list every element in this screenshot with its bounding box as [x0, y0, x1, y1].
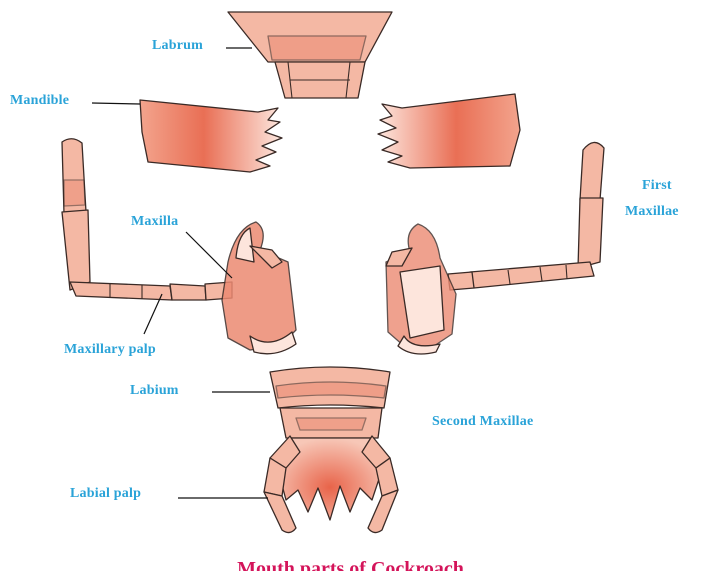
label-labial-palp: Labial palp — [70, 486, 141, 502]
label-maxilla: Maxilla — [131, 214, 178, 230]
right-maxilla-shape — [386, 142, 604, 354]
leader-maxilla — [186, 232, 232, 278]
labrum-shape — [228, 12, 392, 98]
label-second-maxillae: Second Maxillae — [432, 414, 533, 430]
left-mandible-shape — [140, 100, 282, 172]
leader-maxillary-palp — [144, 294, 162, 334]
label-first-maxillae-line1: First — [642, 178, 672, 194]
label-maxillary-palp: Maxillary palp — [64, 342, 156, 358]
right-mandible-shape — [378, 94, 520, 168]
leader-mandible — [92, 103, 140, 104]
label-mandible: Mandible — [10, 93, 69, 109]
label-first-maxillae-line2: Maxillae — [625, 204, 679, 220]
figure-caption: Mouth parts of Cockroach — [0, 558, 701, 571]
label-labrum: Labrum — [152, 38, 203, 54]
left-maxilla-shape — [62, 139, 296, 354]
label-labium: Labium — [130, 383, 179, 399]
